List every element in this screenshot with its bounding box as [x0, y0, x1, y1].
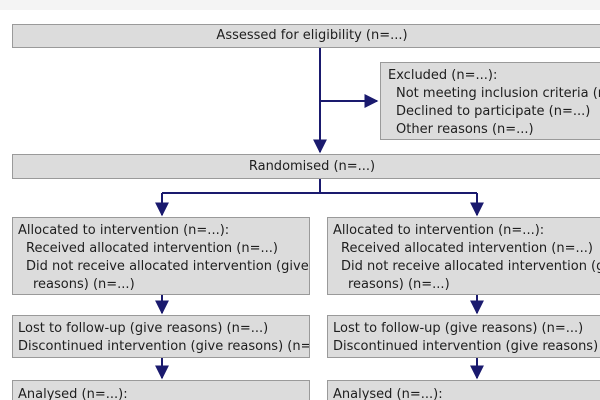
lost-to-follow-up: Lost to follow-up (give reasons) (n=...) [18, 321, 269, 336]
follow-up-box-left: Lost to follow-up (give reasons) (n=...)… [12, 315, 310, 358]
allocation-box-left: Allocated to intervention (n=...): Recei… [12, 217, 310, 295]
allocation-received: Received allocated intervention (n=...) [26, 241, 278, 256]
allocation-title: Allocated to intervention (n=...): [18, 223, 230, 238]
follow-up-box-right: Lost to follow-up (give reasons) (n=...)… [327, 315, 600, 358]
analysed-title: Analysed (n=...): [18, 387, 128, 400]
excluded-title: Excluded (n=...): [388, 68, 498, 83]
excluded-item: Not meeting inclusion criteria (n=...) [396, 86, 600, 101]
top-strip [0, 0, 600, 10]
allocation-received: Received allocated intervention (n=...) [341, 241, 593, 256]
allocation-not-received: Did not receive allocated intervention (… [341, 259, 600, 274]
allocation-box-right: Allocated to intervention (n=...): Recei… [327, 217, 600, 295]
analysed-title: Analysed (n=...): [333, 387, 443, 400]
discontinued-intervention: Discontinued intervention (give reasons)… [18, 339, 310, 354]
analysis-box-left: Analysed (n=...): [12, 380, 310, 400]
lost-to-follow-up: Lost to follow-up (give reasons) (n=...) [333, 321, 584, 336]
allocation-not-received: Did not receive allocated intervention (… [26, 259, 309, 274]
analysis-box-right: Analysed (n=...): [327, 380, 600, 400]
excluded-item: Declined to participate (n=...) [396, 104, 591, 119]
discontinued-intervention: Discontinued intervention (give reasons)… [333, 339, 600, 354]
allocation-title: Allocated to intervention (n=...): [333, 223, 545, 238]
randomised-box: Randomised (n=...) [12, 154, 600, 179]
excluded-item: Other reasons (n=...) [396, 122, 534, 137]
randomised-text: Randomised (n=...) [248, 159, 376, 174]
assessed-text: Assessed for eligibility (n=...) [216, 28, 408, 43]
allocation-not-received-cont: reasons) (n=...) [348, 277, 450, 292]
excluded-box: Excluded (n=...): Not meeting inclusion … [380, 62, 600, 140]
allocation-not-received-cont: reasons) (n=...) [33, 277, 135, 292]
assessed-box: Assessed for eligibility (n=...) [12, 24, 600, 48]
